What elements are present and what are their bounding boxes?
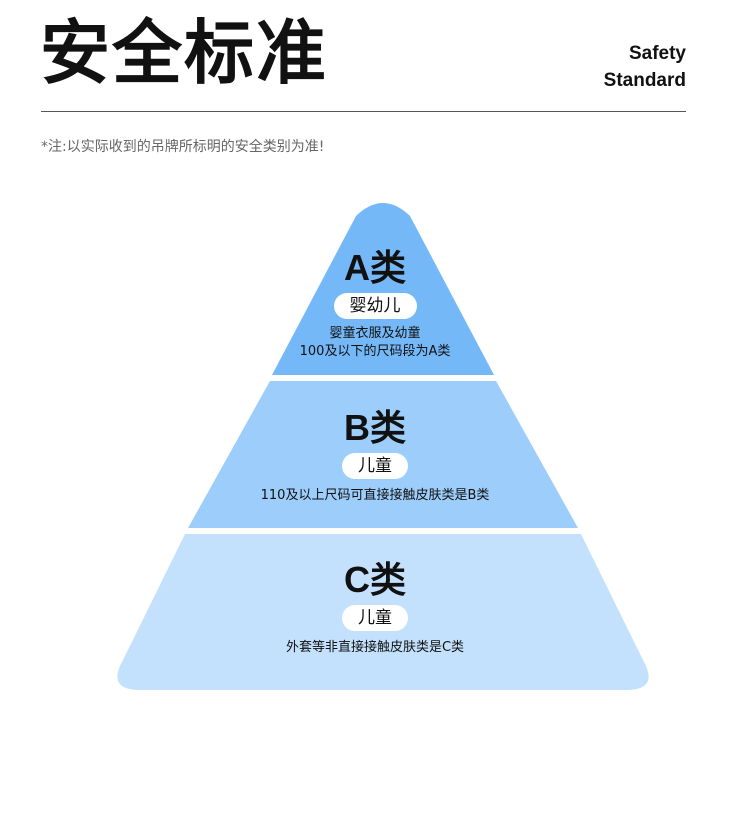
tier-c-desc-line1: 外套等非直接接触皮肤类是C类 (285, 640, 465, 655)
page-title: 安全标准 (40, 12, 328, 94)
tier-a-grade: A类 (343, 247, 406, 289)
tier-a-desc-line1: 婴童衣服及幼童 (329, 326, 421, 341)
header-divider (41, 111, 686, 112)
title-en-line1: Safety (628, 43, 686, 64)
disclaimer-note: *注:以实际收到的吊牌所标明的安全类别为准! (41, 139, 325, 155)
pyramid-tier-a-shape (272, 203, 494, 375)
tier-c-tag: 儿童 (342, 605, 408, 631)
tier-a-desc-line2: 100及以下的尺码段为A类 (299, 344, 451, 359)
tier-c: C类 儿童 外套等非直接接触皮肤类是C类 (0, 560, 750, 657)
tier-b-tag: 儿童 (342, 453, 408, 479)
tier-b-grade: B类 (343, 407, 406, 449)
title-en-line2: Standard (603, 70, 686, 91)
tier-a: A类 婴幼儿 婴童衣服及幼童 100及以下的尺码段为A类 (0, 248, 750, 361)
tier-b: B类 儿童 110及以上尺码可直接接触皮肤类是B类 (0, 408, 750, 505)
tier-b-desc-line1: 110及以上尺码可直接接触皮肤类是B类 (260, 488, 490, 503)
tier-a-tag: 婴幼儿 (333, 293, 417, 319)
tier-c-grade: C类 (343, 559, 406, 601)
page-title-english: Safety Standard (604, 40, 686, 94)
